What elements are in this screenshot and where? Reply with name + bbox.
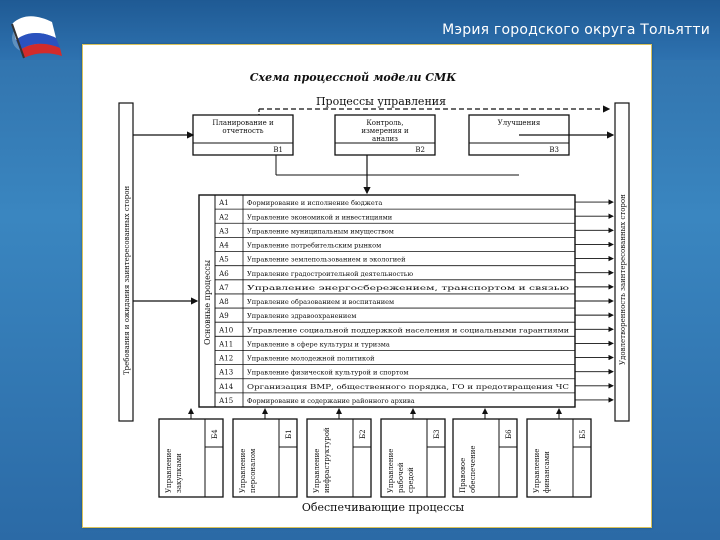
support-process-name: средой [407, 467, 415, 493]
page-title: Мэрия городского округа Тольятти [442, 22, 710, 38]
left-side-label: Требования и ожидания заинтересованных с… [123, 186, 131, 375]
support-process-name: рабочей [397, 462, 405, 493]
support-process-code: Б2 [359, 429, 367, 439]
management-process-code: В3 [549, 146, 559, 154]
main-process-row: А11 Управление в сфере культуры и туризма [215, 335, 614, 351]
management-process-name: Планирование и [212, 119, 274, 127]
main-process-name: Управление градостроительной деятельност… [247, 270, 413, 278]
diagram-title: Схема процессной модели СМК [250, 71, 457, 84]
main-process-row: А14 Организация ВМР, общественного порядк… [215, 378, 614, 393]
main-process-row: А3 Управление муниципальным имуществом [215, 222, 614, 238]
management-process-name: измерения и [361, 127, 409, 135]
main-process-name: Управление экономикой и инвестициями [247, 213, 393, 221]
main-process-code: А8 [219, 298, 229, 306]
main-process-row: А15 Формирование и содержание районного а… [215, 392, 614, 407]
support-process-name: Управление [387, 449, 395, 493]
main-process-row: А10 Управление социальной поддержкой насе… [215, 321, 614, 337]
support-process-name: персоналом [249, 448, 257, 493]
main-process-code: А3 [219, 227, 229, 235]
main-process-code: А14 [219, 383, 234, 391]
management-process-name: Улучшения [498, 119, 541, 127]
main-process-name: Управление образованием и воспитанием [247, 298, 394, 306]
main-process-row: А12 Управление молодежной политикой [215, 350, 614, 365]
main-process-code: А6 [219, 270, 229, 278]
right-side-label: Удовлетворенность заинтересованных сторо… [619, 194, 627, 365]
main-process-code: А4 [219, 242, 229, 250]
support-process-name: Правовое [459, 458, 467, 493]
support-process-code: Б3 [433, 429, 441, 439]
management-process-code: В1 [273, 146, 283, 154]
main-process-code: А1 [219, 199, 229, 207]
support-process-code: Б6 [505, 429, 513, 439]
main-process-name: Управление потребительским рынком [247, 242, 381, 250]
main-process-name: Управление молодежной политикой [247, 355, 375, 363]
support-title: Обеспечивающие процессы [302, 501, 465, 514]
main-process-row: А9 Управление здравоохранением [215, 307, 614, 323]
main-process-name: Управление в сфере культуры и туризма [247, 340, 390, 348]
main-process-row: А6 Управление градостроительной деятельно… [215, 265, 614, 280]
support-process-code: Б5 [579, 429, 587, 439]
support-process-name: обеспечение [469, 445, 477, 493]
support-process-code: Б4 [211, 429, 219, 439]
main-process-row: А8 Управление образованием и воспитанием [215, 293, 614, 309]
main-process-code: А10 [219, 326, 233, 334]
main-process-row: А7 Управление энергосбережением, транспор… [215, 279, 614, 294]
main-process-code: А5 [219, 256, 229, 264]
main-process-name: Управление землепользованием и экологией [247, 256, 406, 264]
management-process-name: отчетность [222, 127, 263, 135]
management-process-name: Контроль, [366, 119, 403, 127]
main-process-code: А11 [219, 340, 233, 348]
main-process-code: А15 [219, 397, 233, 405]
main-process-name: Управление социальной поддержкой населен… [247, 326, 570, 334]
management-process-name: анализ [372, 135, 398, 143]
diagram-panel: Схема процессной модели СМК Требования и… [82, 44, 652, 528]
main-process-row: А13 Управление физической культурой и спо… [215, 364, 614, 379]
main-process-code: А12 [219, 355, 233, 363]
main-process-name: Управление энергосбережением, транспорто… [247, 284, 569, 292]
main-process-name: Формирование и содержание районного архи… [247, 397, 415, 405]
main-process-row: А4 Управление потребительским рынком [215, 236, 614, 252]
main-process-name: Формирование и исполнение бюджета [247, 199, 382, 207]
main-process-code: А2 [219, 213, 229, 221]
support-process-name: инфраструктурой [323, 427, 331, 493]
main-process-code: А13 [219, 369, 233, 377]
main-process-code: А9 [219, 312, 229, 320]
process-model-diagram: Схема процессной модели СМК Требования и… [118, 71, 630, 514]
support-process-name: закупками [175, 453, 183, 493]
support-process-name: Управление [239, 449, 247, 493]
main-process-row: А5 Управление землепользованием и экологи… [215, 251, 614, 266]
management-title: Процессы управления [316, 95, 446, 108]
support-process-name: финансами [543, 451, 551, 493]
support-process-name: Управление [313, 449, 321, 493]
main-process-name: Управление здравоохранением [247, 312, 356, 320]
main-process-row: А1 Формирование и исполнение бюджета [219, 195, 614, 210]
support-process-name: Управление [533, 449, 541, 493]
management-process-code: В2 [415, 146, 425, 154]
main-process-row: А2 Управление экономикой и инвестициями [215, 208, 614, 224]
main-processes-label: Основные процессы [203, 259, 212, 345]
support-process-name: Управление [165, 449, 173, 493]
main-process-code: А7 [219, 284, 229, 292]
flag-logo-icon [11, 16, 62, 59]
support-process-code: Б1 [285, 429, 293, 439]
main-process-name: Управление физической культурой и спорто… [247, 369, 409, 377]
main-process-name: Организация ВМР, общественного порядка, … [247, 383, 569, 391]
main-process-name: Управление муниципальным имуществом [247, 227, 394, 235]
